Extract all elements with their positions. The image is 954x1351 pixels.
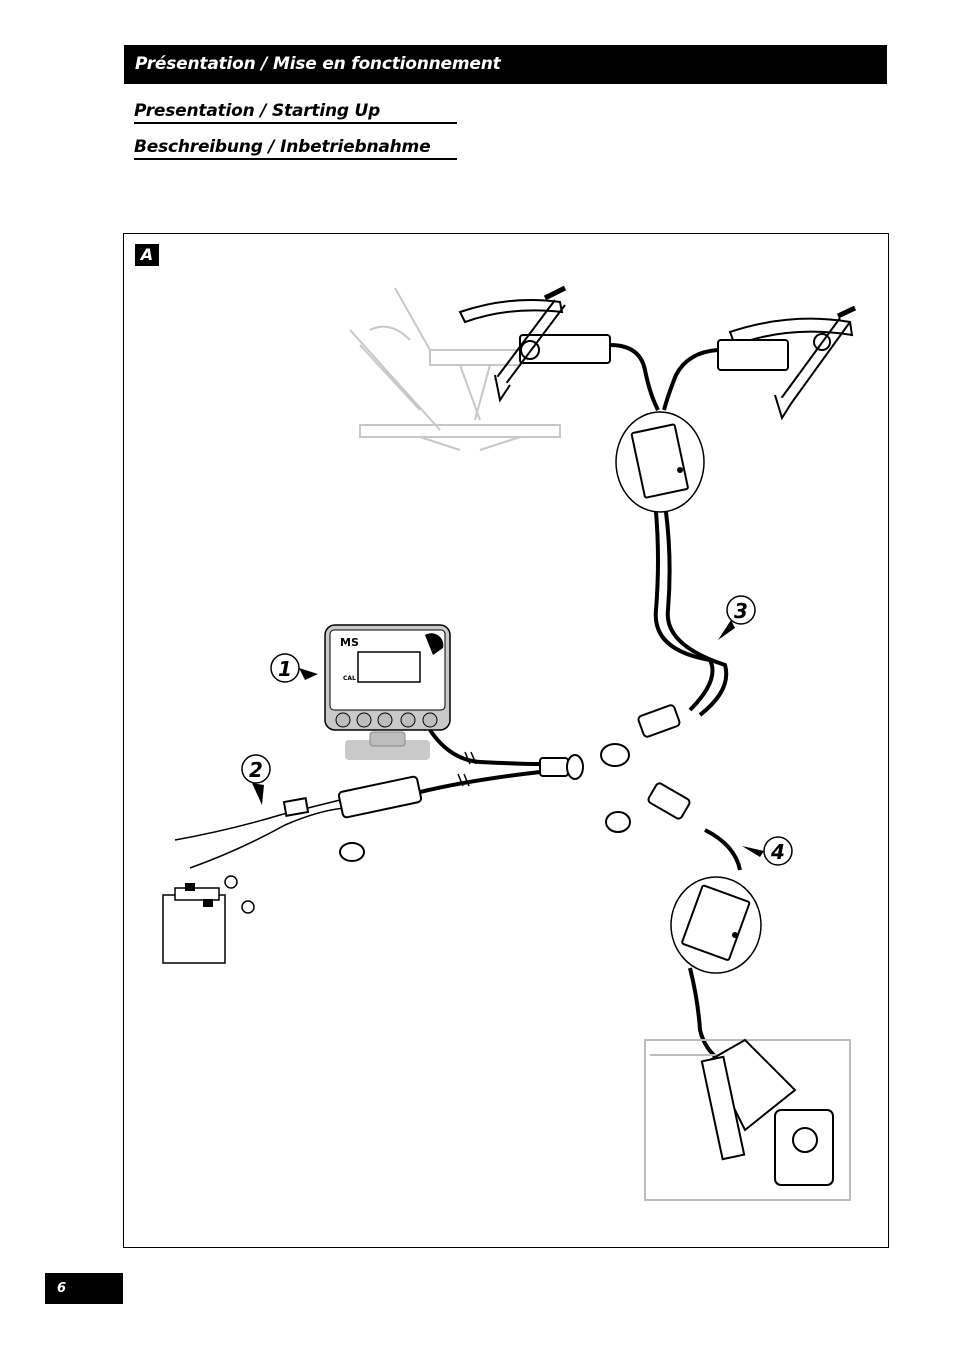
section-title-english: Presentation / Starting Up (134, 101, 457, 124)
figure-label: A (135, 244, 159, 266)
right-actuator-illustration (717, 305, 857, 421)
callout-2: 2 (241, 754, 271, 805)
connectors (539, 704, 691, 833)
callout-2-label: 2 (249, 758, 263, 782)
callout-1: 1 (270, 653, 318, 683)
battery-illustration (162, 875, 255, 964)
page-number: 6 (45, 1273, 123, 1304)
callout-1-label: 1 (278, 657, 292, 681)
left-actuator-illustration (458, 285, 611, 403)
console-brand: MS (340, 636, 359, 649)
upper-junction-box (615, 411, 705, 513)
gearbox-sensor-illustration (644, 1038, 851, 1201)
lower-junction-box (670, 876, 762, 974)
section-title-german: Beschreibung / Inbetriebnahme (134, 137, 457, 160)
callout-3: 3 (718, 595, 756, 640)
control-console: MS CAL (324, 624, 451, 760)
callout-4: 4 (742, 836, 793, 866)
machine-frame-illustration (349, 287, 561, 451)
callout-3-label: 3 (734, 599, 748, 623)
figure-frame (123, 233, 889, 1248)
cable-break-marks (457, 751, 477, 787)
console-cal-label: CAL (343, 675, 356, 682)
power-cable-illustration (174, 775, 423, 869)
callout-4-label: 4 (770, 840, 785, 864)
section-title-french: Présentation / Mise en fonctionnement (124, 45, 887, 84)
harness-cables (419, 343, 742, 1062)
